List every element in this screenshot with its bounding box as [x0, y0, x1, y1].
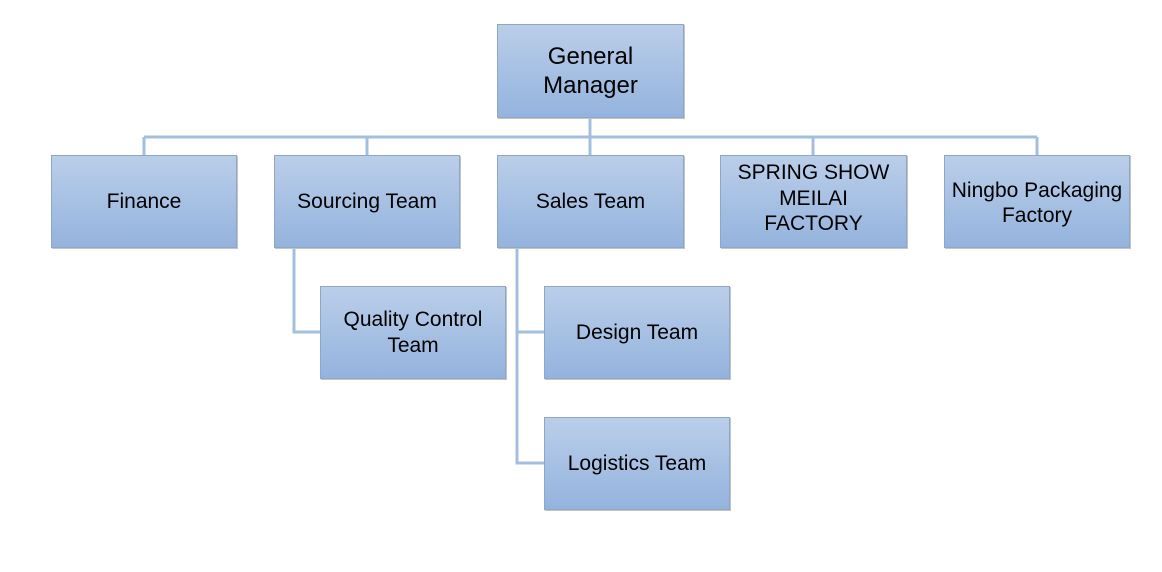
logistics-team-label: Logistics Team	[567, 451, 707, 475]
finance-label: Finance	[106, 189, 182, 213]
logistics-team-box: Logistics Team	[544, 417, 730, 510]
design-team-box: Design Team	[544, 286, 730, 379]
general-manager-box: General Manager	[497, 24, 684, 118]
general-manager-label: General Manager	[543, 42, 638, 99]
sales-team-box: Sales Team	[497, 155, 684, 248]
quality-control-team-box: Quality Control Team	[320, 286, 506, 379]
connector-quality-control	[292, 248, 321, 334]
quality-control-team-label: Quality Control Team	[343, 308, 483, 357]
connector-logistics	[515, 332, 545, 465]
ningbo-packaging-factory-label: Ningbo Packaging Factory	[951, 179, 1123, 228]
design-team-label: Design Team	[575, 320, 699, 344]
spring-show-meilai-factory-label: SPRING SHOW MEILAI FACTORY	[737, 161, 890, 236]
finance-box: Finance	[51, 155, 237, 248]
connector-design	[515, 248, 545, 334]
sourcing-team-box: Sourcing Team	[274, 155, 460, 248]
ningbo-packaging-factory-box: Ningbo Packaging Factory	[944, 155, 1130, 248]
sales-team-label: Sales Team	[535, 189, 646, 213]
spring-show-meilai-factory-box: SPRING SHOW MEILAI FACTORY	[720, 155, 907, 248]
sourcing-team-label: Sourcing Team	[297, 189, 437, 213]
